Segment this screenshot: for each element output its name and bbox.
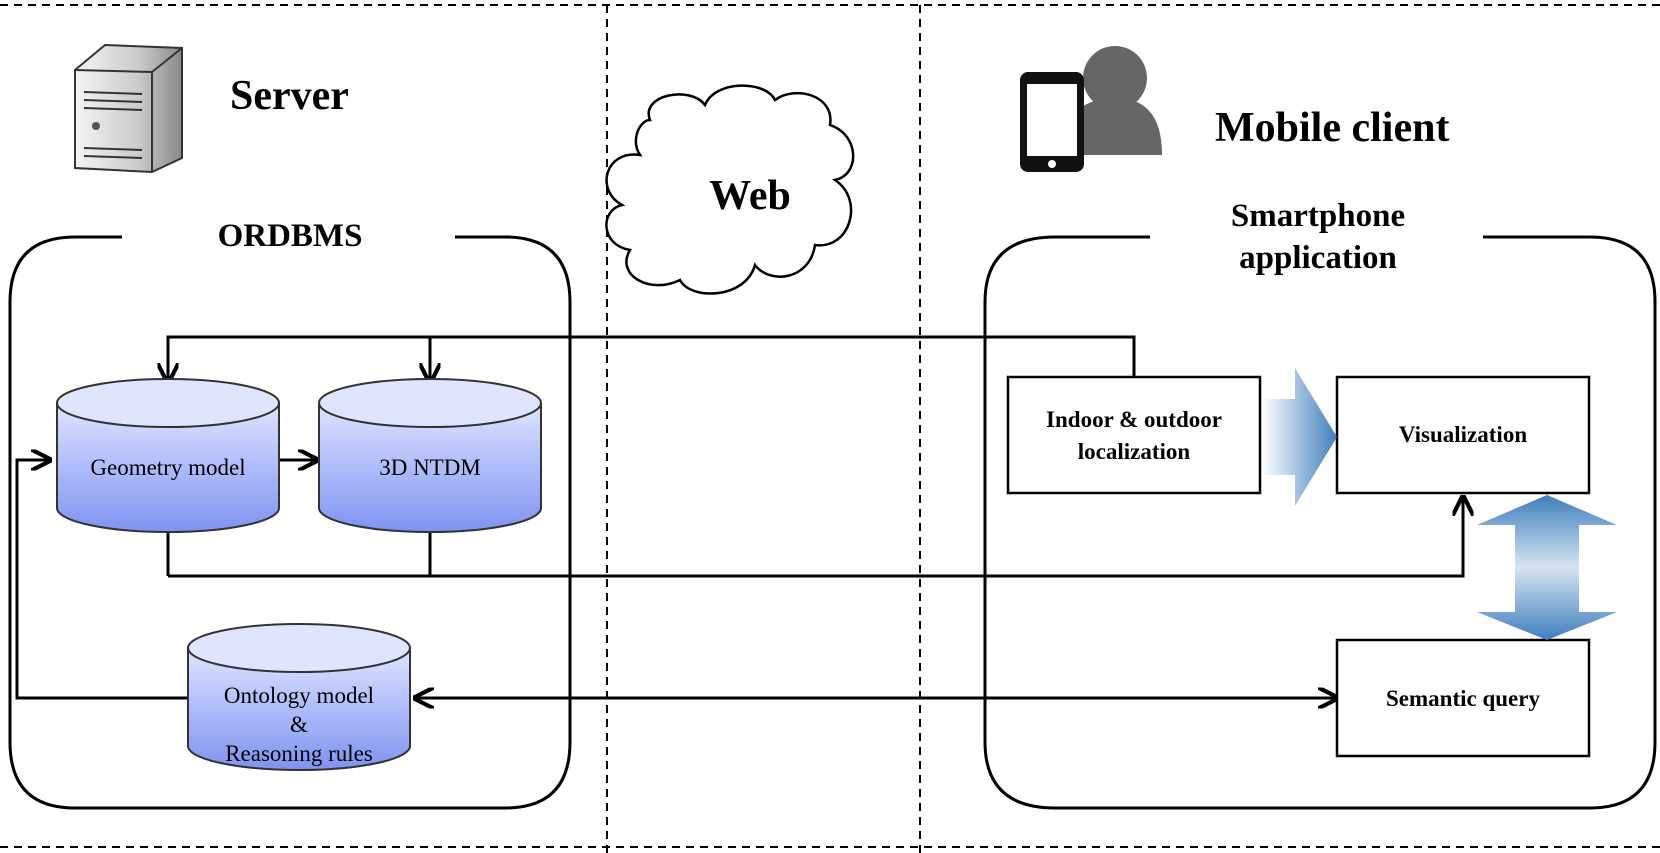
localization-label-line1: Indoor & outdoor [1046, 407, 1222, 432]
ontology-model-label: Ontology model [223, 683, 375, 708]
geometry-model-db [56, 378, 280, 533]
frame-dashed [0, 4, 1660, 853]
smartphone-icon [1020, 72, 1084, 172]
smartphone-app-label-line2: application [1239, 240, 1397, 276]
reasoning-rules-label: Reasoning rules [225, 741, 373, 766]
semantic-query-label: Semantic query [1386, 686, 1540, 711]
semantic-query-box [1335, 638, 1591, 758]
connector-lines [15, 335, 1463, 698]
flow-arrow-right [1262, 368, 1337, 506]
ntdm-label: 3D NTDM [379, 455, 481, 480]
smartphone-app-container [983, 235, 1657, 810]
ordbms-label: ORDBMS [217, 218, 363, 254]
ntdm-db [318, 378, 542, 533]
visualization-label: Visualization [1398, 422, 1528, 447]
localization-box [1006, 375, 1262, 495]
cloud-icon [605, 84, 855, 295]
mobile-client-title: Mobile client [1215, 105, 1450, 151]
localization-label-line2: localization [1077, 439, 1191, 464]
smartphone-app-label-line1: Smartphone [1230, 198, 1406, 234]
web-title: Web [709, 173, 791, 219]
ordbms-container [8, 235, 572, 810]
server-icon [74, 43, 183, 174]
ontology-model-db [187, 623, 411, 771]
ontology-ampersand-label: & [290, 712, 308, 737]
visualization-box [1335, 375, 1591, 495]
flow-arrow-bidirectional [1477, 495, 1617, 640]
geometry-model-label: Geometry model [90, 455, 246, 480]
user-icon [1060, 46, 1162, 155]
server-title: Server [230, 73, 349, 119]
